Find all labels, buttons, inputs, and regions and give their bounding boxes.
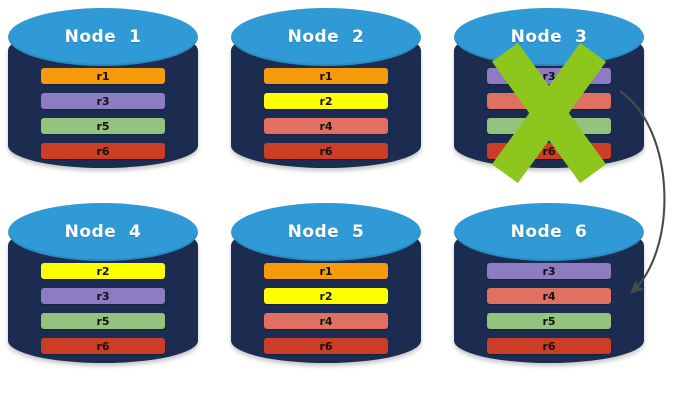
record-bar[interactable]: r3 — [487, 263, 611, 279]
node-4-records: r2 r3 r5 r6 — [41, 263, 165, 354]
node-3-label: Node 3 — [510, 27, 588, 47]
node-3[interactable]: Node 3 r3 r4 r5 r6 — [454, 6, 644, 184]
node-5[interactable]: Node 5 r1 r2 r4 r6 — [231, 201, 421, 376]
node-6-records: r3 r4 r5 r6 — [487, 263, 611, 354]
node-6-top-disc — [454, 203, 644, 261]
node-1-records: r1 r3 r5 r6 — [41, 68, 165, 159]
record-bar[interactable]: r6 — [41, 143, 165, 159]
record-bar[interactable]: r6 — [264, 338, 388, 354]
node-2[interactable]: Node 2 r1 r2 r4 r6 — [231, 6, 421, 181]
record-bar[interactable]: r6 — [487, 143, 611, 159]
record-bar[interactable]: r4 — [487, 93, 611, 109]
record-bar[interactable]: r6 — [264, 143, 388, 159]
record-bar[interactable]: r2 — [41, 263, 165, 279]
node-5-label: Node 5 — [287, 222, 365, 242]
record-bar[interactable]: r3 — [487, 68, 611, 84]
node-1[interactable]: Node 1 r1 r3 r5 r6 — [8, 6, 198, 181]
record-bar[interactable]: r3 — [41, 93, 165, 109]
record-bar[interactable]: r5 — [41, 118, 165, 134]
node-2-top-disc — [231, 8, 421, 66]
node-5-records: r1 r2 r4 r6 — [264, 263, 388, 354]
record-bar[interactable]: r1 — [264, 68, 388, 84]
node-3-records: r3 r4 r5 r6 — [487, 68, 611, 159]
record-bar[interactable]: r3 — [41, 288, 165, 304]
record-bar[interactable]: r2 — [264, 93, 388, 109]
node-4-top-disc — [8, 203, 198, 261]
record-bar[interactable]: r1 — [264, 263, 388, 279]
record-bar[interactable]: r6 — [487, 338, 611, 354]
node-6-label: Node 6 — [510, 222, 588, 242]
record-bar[interactable]: r5 — [41, 313, 165, 329]
node-5-top-disc — [231, 203, 421, 261]
node-6[interactable]: Node 6 r3 r4 r5 r6 — [454, 201, 644, 376]
node-1-top-disc — [8, 8, 198, 66]
record-bar[interactable]: r4 — [264, 313, 388, 329]
node-4-label: Node 4 — [64, 222, 142, 242]
node-2-label: Node 2 — [287, 27, 365, 47]
record-bar[interactable]: r6 — [41, 338, 165, 354]
record-bar[interactable]: r2 — [264, 288, 388, 304]
node-2-records: r1 r2 r4 r6 — [264, 68, 388, 159]
record-bar[interactable]: r4 — [264, 118, 388, 134]
record-bar[interactable]: r5 — [487, 313, 611, 329]
record-bar[interactable]: r4 — [487, 288, 611, 304]
node-1-label: Node 1 — [64, 27, 142, 47]
node-4[interactable]: Node 4 r2 r3 r5 r6 — [8, 201, 198, 376]
record-bar[interactable]: r1 — [41, 68, 165, 84]
record-bar[interactable]: r5 — [487, 118, 611, 134]
